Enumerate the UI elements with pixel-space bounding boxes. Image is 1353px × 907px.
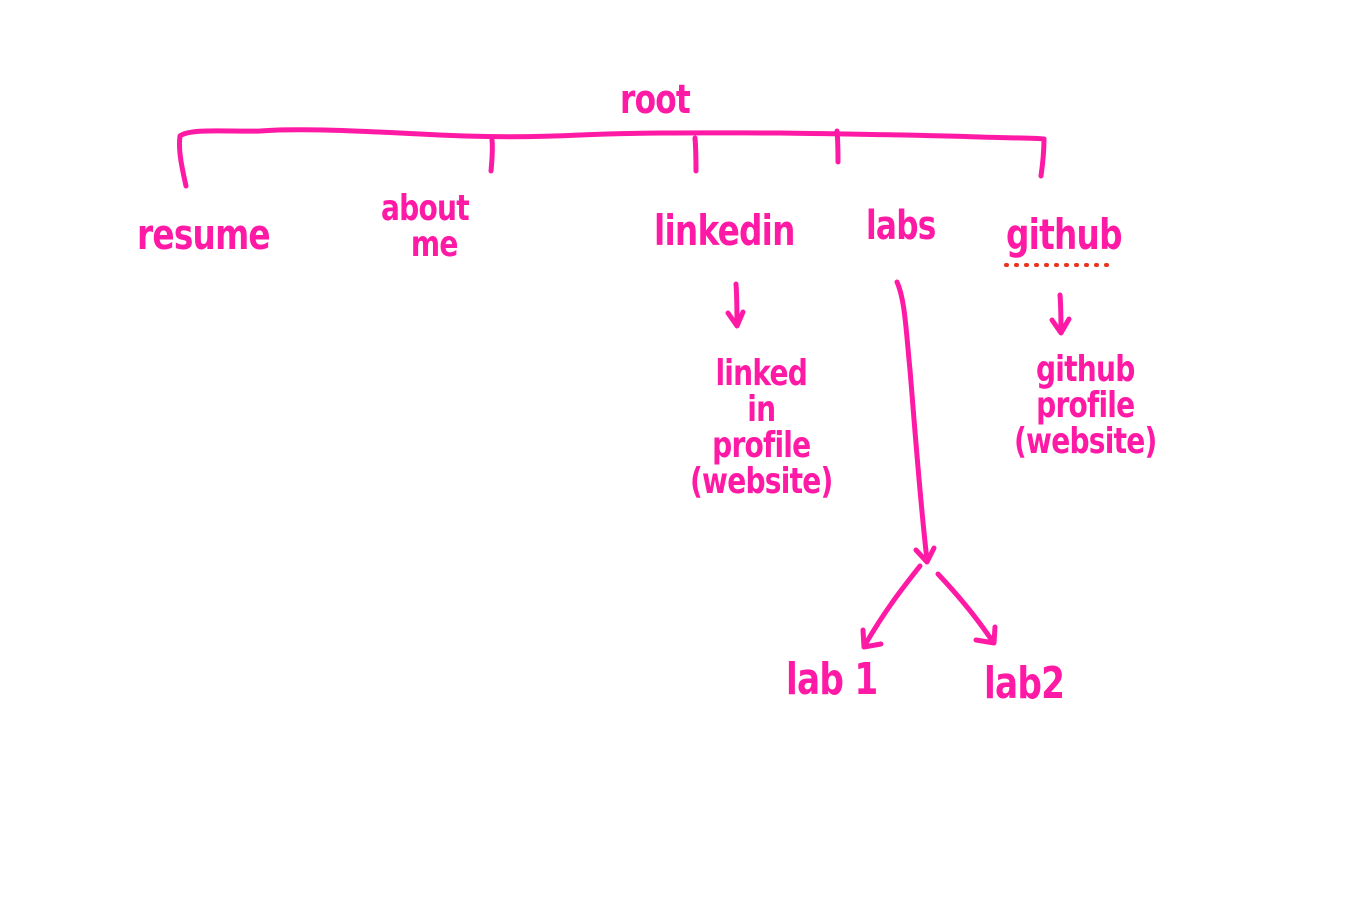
labs-arrow-head [913,545,937,565]
github-profile-label: github profile (website) [1014,352,1157,460]
github-node-label: github [1006,210,1123,259]
linkedin-profile-line-1: linked [715,353,808,394]
github-profile-line-3: (website) [1014,421,1157,462]
lab1-node-label: lab 1 [786,654,878,705]
labs-node-label: labs [866,203,936,249]
about-me-node-label: about me [381,188,470,265]
about-me-line-2: me [410,224,459,265]
linkedin-arrow-head [725,309,746,329]
resume-node-label: resume [137,210,271,259]
root-node-label: root [620,77,691,123]
lab1-arrow-shaft [862,563,923,648]
lab2-node-label: lab2 [984,658,1065,709]
github-profile-line-1: github [1035,349,1135,390]
about-me-tick [488,137,495,174]
lab1-arrow-head [860,627,884,650]
github-profile-line-2: profile [1036,385,1135,426]
github-arrow-head [1049,316,1072,336]
linkedin-node-label: linkedin [654,206,795,255]
linkedin-profile-line-4: (website) [690,461,833,502]
linkedin-tick [692,135,699,174]
lab2-arrow-head [973,624,998,646]
labs-tick [834,128,841,165]
root-bracket-line [177,127,1047,189]
linkedin-profile-line-3: profile [712,425,811,466]
github-arrow-shaft [1057,292,1064,335]
linkedin-profile-label: linked in profile (website) [690,356,833,500]
linkedin-arrow-shaft [733,281,740,327]
linkedin-profile-line-2: in [747,389,776,430]
lab2-arrow-shaft [935,571,996,645]
labs-arrow-shaft [894,279,930,563]
about-me-line-1: about [381,188,470,229]
